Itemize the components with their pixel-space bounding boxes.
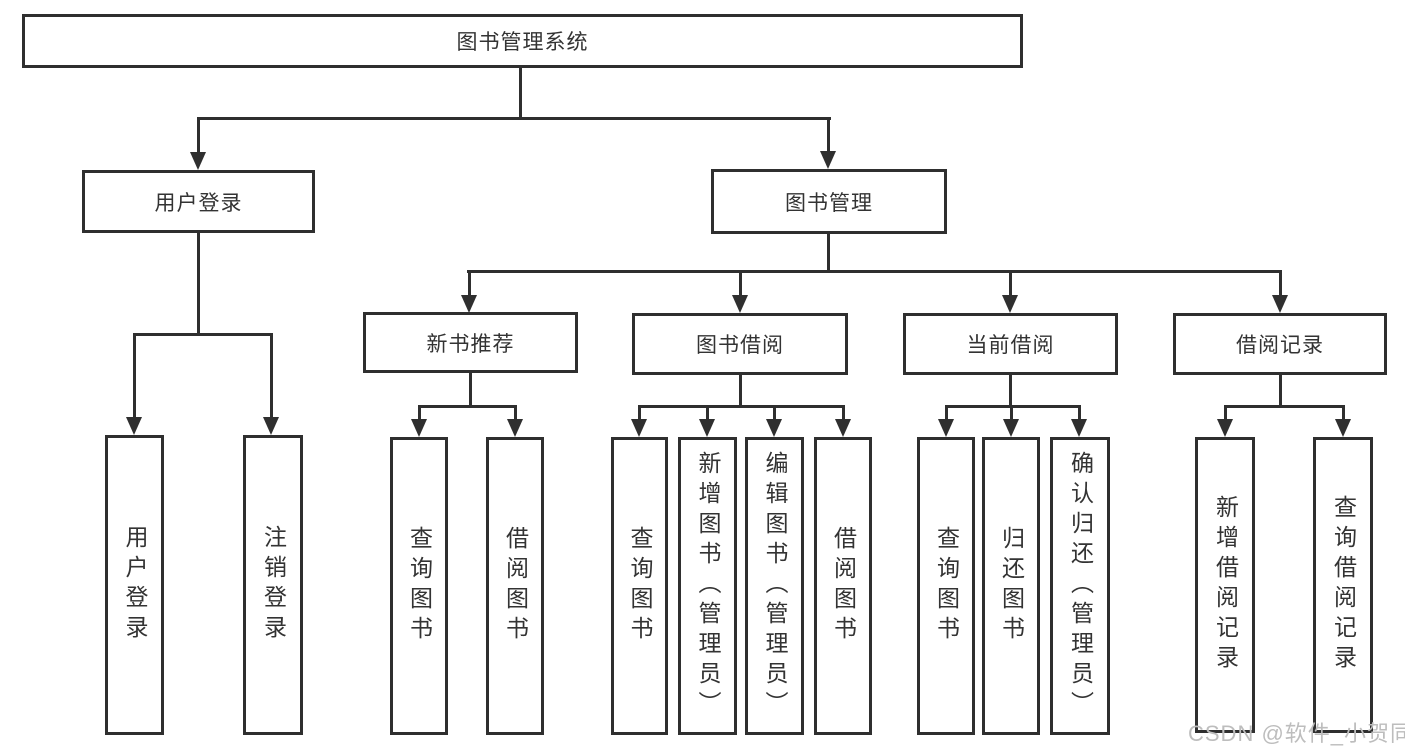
- arrowhead-down-icon: [1272, 295, 1288, 313]
- arrowhead-down-icon: [263, 417, 279, 435]
- connector-vline: [469, 371, 472, 408]
- connector-vline: [197, 231, 200, 335]
- arrowhead-down-icon: [699, 419, 715, 437]
- arrowhead-down-icon: [1071, 419, 1087, 437]
- node-label: 图书管理: [785, 191, 873, 215]
- connector-hline: [945, 405, 1081, 408]
- connector-vline: [706, 405, 709, 421]
- node-label: 新书推荐: [426, 332, 515, 356]
- connector-vline: [1009, 270, 1012, 297]
- node-label: 图书管理系统: [456, 31, 589, 54]
- arrowhead-down-icon: [835, 419, 851, 437]
- connector-vline: [133, 333, 136, 419]
- node-label: 借阅图书: [502, 526, 529, 646]
- node-label: 编辑图书（管理员）: [762, 451, 788, 721]
- leaf-return-books: 归还图书: [982, 437, 1040, 735]
- connector-vline: [773, 405, 776, 421]
- node-book-management: 图书管理: [711, 169, 947, 234]
- connector-vline: [638, 405, 641, 421]
- node-library-system: 图书管理系统: [22, 14, 1023, 68]
- connector-hline: [638, 405, 845, 408]
- node-label: 归还图书: [998, 526, 1025, 646]
- connector-vline: [1342, 405, 1345, 421]
- connector-vline: [1279, 373, 1282, 408]
- arrowhead-down-icon: [507, 419, 523, 437]
- connector-vline: [842, 405, 845, 421]
- connector-vline: [514, 405, 517, 421]
- connector-vline: [827, 117, 830, 153]
- connector-vline: [468, 270, 471, 297]
- leaf-borrow-books-borrowing: 借阅图书: [814, 437, 872, 735]
- connector-vline: [1009, 373, 1012, 408]
- node-borrowing-records: 借阅记录: [1173, 313, 1387, 375]
- connector-vline: [945, 405, 948, 421]
- connector-vline: [1010, 405, 1013, 421]
- connector-vline: [827, 232, 830, 273]
- arrowhead-down-icon: [1002, 295, 1018, 313]
- node-label: 新增借阅记录: [1212, 495, 1239, 675]
- node-label: 注销登录: [260, 525, 287, 645]
- connector-hline: [197, 117, 831, 120]
- node-label: 查询图书: [627, 526, 653, 646]
- arrowhead-down-icon: [411, 419, 427, 437]
- arrowhead-down-icon: [1003, 419, 1019, 437]
- arrowhead-down-icon: [766, 419, 782, 437]
- connector-vline: [270, 333, 273, 419]
- leaf-borrow-books-recommend: 借阅图书: [486, 437, 544, 735]
- connector-vline: [739, 270, 742, 297]
- arrowhead-down-icon: [1335, 419, 1351, 437]
- node-new-book-recommendation: 新书推荐: [363, 312, 578, 373]
- node-label: 用户登录: [122, 525, 148, 645]
- connector-hline: [1224, 405, 1345, 408]
- node-label: 查询图书: [406, 526, 433, 646]
- node-label: 新增图书（管理员）: [695, 451, 721, 721]
- arrowhead-down-icon: [1217, 419, 1233, 437]
- leaf-query-books-borrowing: 查询图书: [611, 437, 668, 735]
- leaf-add-borrow-record: 新增借阅记录: [1195, 437, 1255, 733]
- node-label: 当前借阅: [966, 334, 1055, 357]
- connector-vline: [197, 117, 200, 154]
- connector-vline: [1078, 405, 1081, 421]
- connector-hline: [467, 270, 1281, 273]
- node-label: 确认归还（管理员）: [1067, 451, 1094, 721]
- arrowhead-down-icon: [126, 417, 142, 435]
- node-label: 用户登录: [154, 191, 243, 215]
- node-label: 查询借阅记录: [1330, 495, 1357, 675]
- leaf-query-borrow-record: 查询借阅记录: [1313, 437, 1373, 733]
- node-label: 查询图书: [933, 526, 960, 646]
- csdn-watermark: CSDN @软件_小贺同学: [1188, 721, 1405, 746]
- leaf-edit-book-admin: 编辑图书（管理员）: [745, 437, 804, 735]
- leaf-add-book-admin: 新增图书（管理员）: [678, 437, 737, 735]
- node-current-borrowing: 当前借阅: [903, 313, 1118, 375]
- leaf-query-books-current: 查询图书: [917, 437, 975, 735]
- arrowhead-down-icon: [631, 419, 647, 437]
- leaf-confirm-return-admin: 确认归还（管理员）: [1050, 437, 1110, 735]
- connector-vline: [1224, 405, 1227, 421]
- arrowhead-down-icon: [820, 151, 836, 169]
- node-label: 借阅图书: [830, 526, 857, 646]
- node-book-borrowing: 图书借阅: [632, 313, 848, 375]
- connector-hline: [133, 333, 273, 336]
- leaf-query-books-recommend: 查询图书: [390, 437, 448, 735]
- connector-vline: [519, 66, 522, 120]
- arrowhead-down-icon: [190, 152, 206, 170]
- leaf-logout: 注销登录: [243, 435, 303, 735]
- arrowhead-down-icon: [938, 419, 954, 437]
- connector-vline: [418, 405, 421, 421]
- leaf-user-login: 用户登录: [105, 435, 164, 735]
- arrowhead-down-icon: [732, 295, 748, 313]
- node-label: 图书借阅: [696, 334, 784, 357]
- node-user-login: 用户登录: [82, 170, 315, 233]
- connector-vline: [1279, 270, 1282, 297]
- connector-hline: [418, 405, 517, 408]
- arrowhead-down-icon: [461, 295, 477, 313]
- node-label: 借阅记录: [1236, 334, 1324, 357]
- connector-vline: [739, 373, 742, 408]
